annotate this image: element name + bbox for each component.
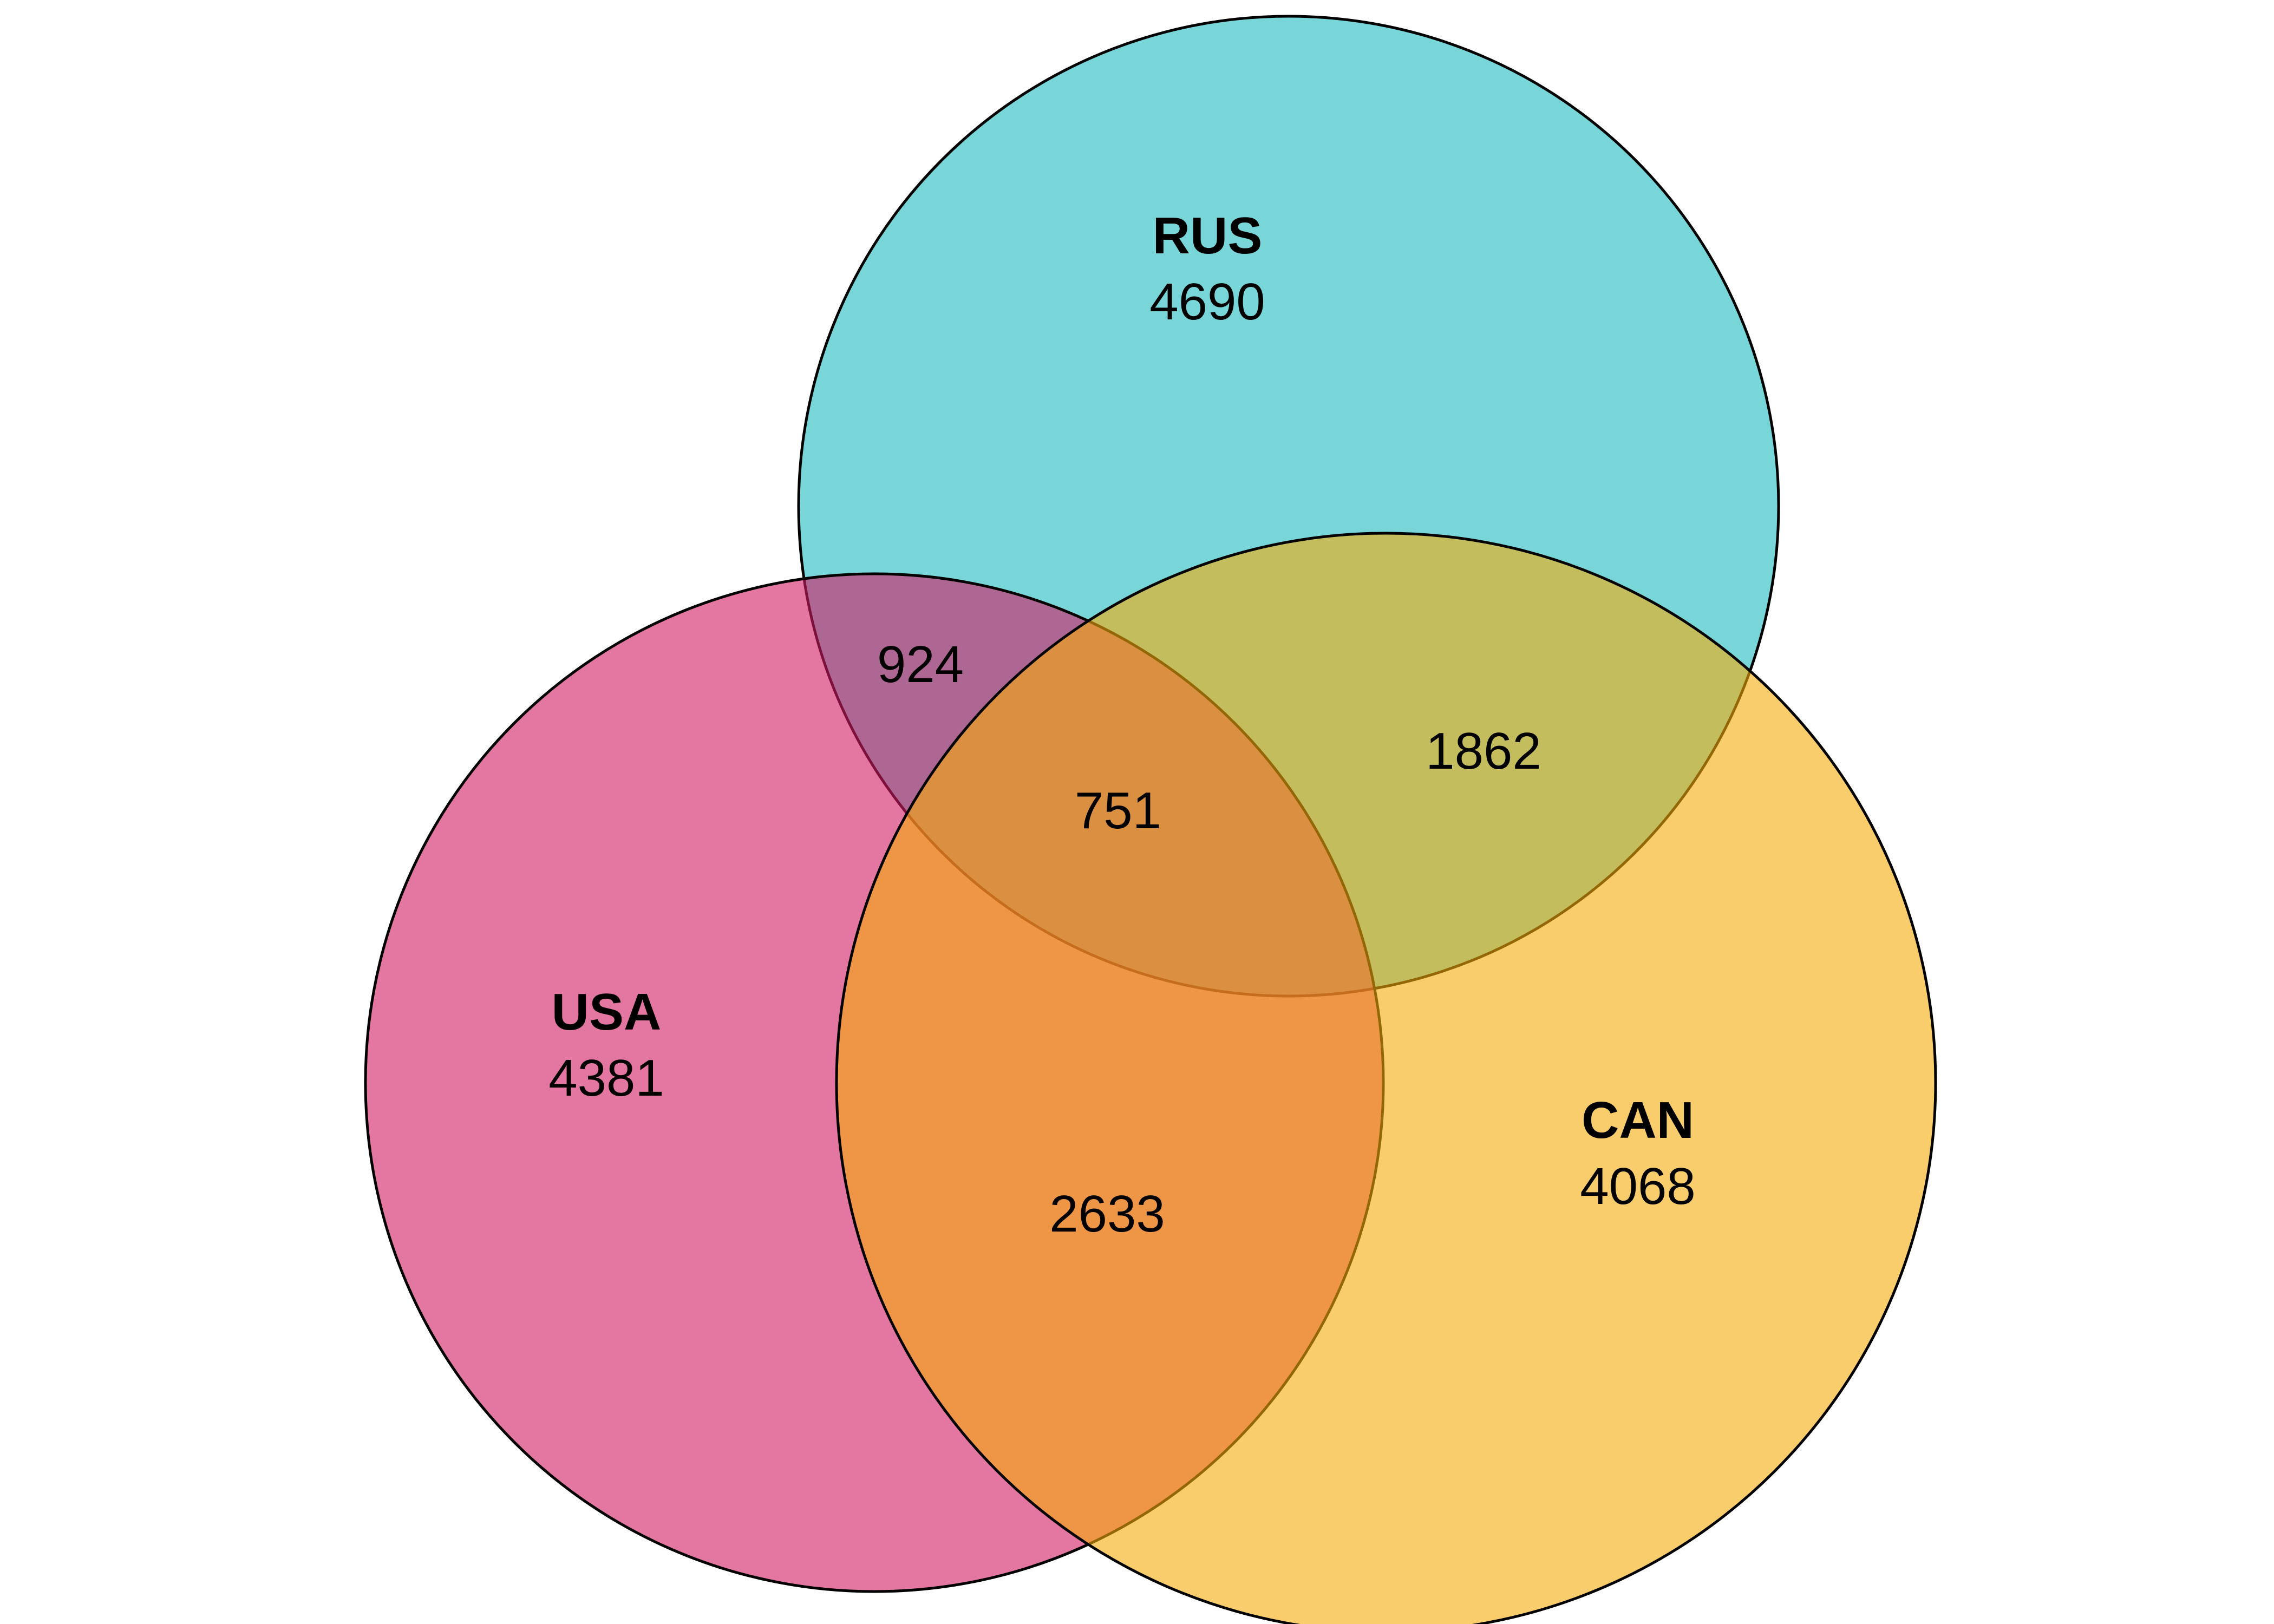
count-can-only: 4068 [1580, 1157, 1696, 1215]
circle-can [835, 532, 1937, 1624]
count-all: 751 [1075, 782, 1161, 840]
count-usa-can: 2633 [1049, 1185, 1165, 1243]
set-label-rus: RUS [1153, 207, 1263, 265]
count-rus-only: 4690 [1149, 273, 1265, 331]
set-label-usa: USA [552, 983, 662, 1041]
count-rus-can: 1862 [1426, 722, 1541, 780]
count-usa-rus: 924 [877, 636, 964, 693]
set-label-can: CAN [1582, 1091, 1694, 1149]
count-usa-only: 4381 [548, 1049, 664, 1107]
